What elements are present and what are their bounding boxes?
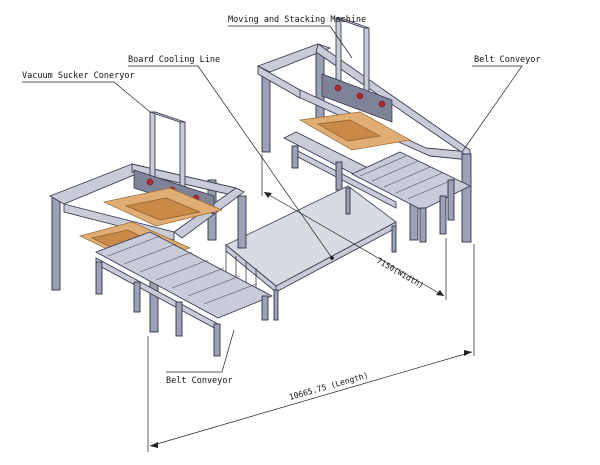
label-board-cooling-line: Board Cooling Line bbox=[128, 55, 220, 65]
belt-conveyor-bottom bbox=[94, 231, 274, 357]
leader-lines bbox=[22, 25, 523, 373]
dimension-length: 10665.75 (Length) bbox=[288, 371, 369, 402]
moving-stacking-machine bbox=[256, 17, 472, 243]
dimension-width: 7150(Width) bbox=[375, 256, 425, 290]
roller-row-right bbox=[359, 155, 455, 200]
label-vacuum-sucker-conveyor: Vacuum Sucker Coneryor bbox=[22, 71, 135, 81]
label-moving-stacking-machine: Moving and Stacking Machine bbox=[228, 15, 366, 25]
label-belt-conveyor-right: Belt Conveyor bbox=[474, 55, 541, 65]
dimension-lines bbox=[147, 154, 475, 452]
board-cooling-line bbox=[225, 185, 397, 321]
roller-row-bottom bbox=[107, 235, 257, 305]
label-belt-conveyor-bottom: Belt Conveyor bbox=[166, 376, 233, 386]
belt-conveyor-right bbox=[350, 151, 472, 243]
